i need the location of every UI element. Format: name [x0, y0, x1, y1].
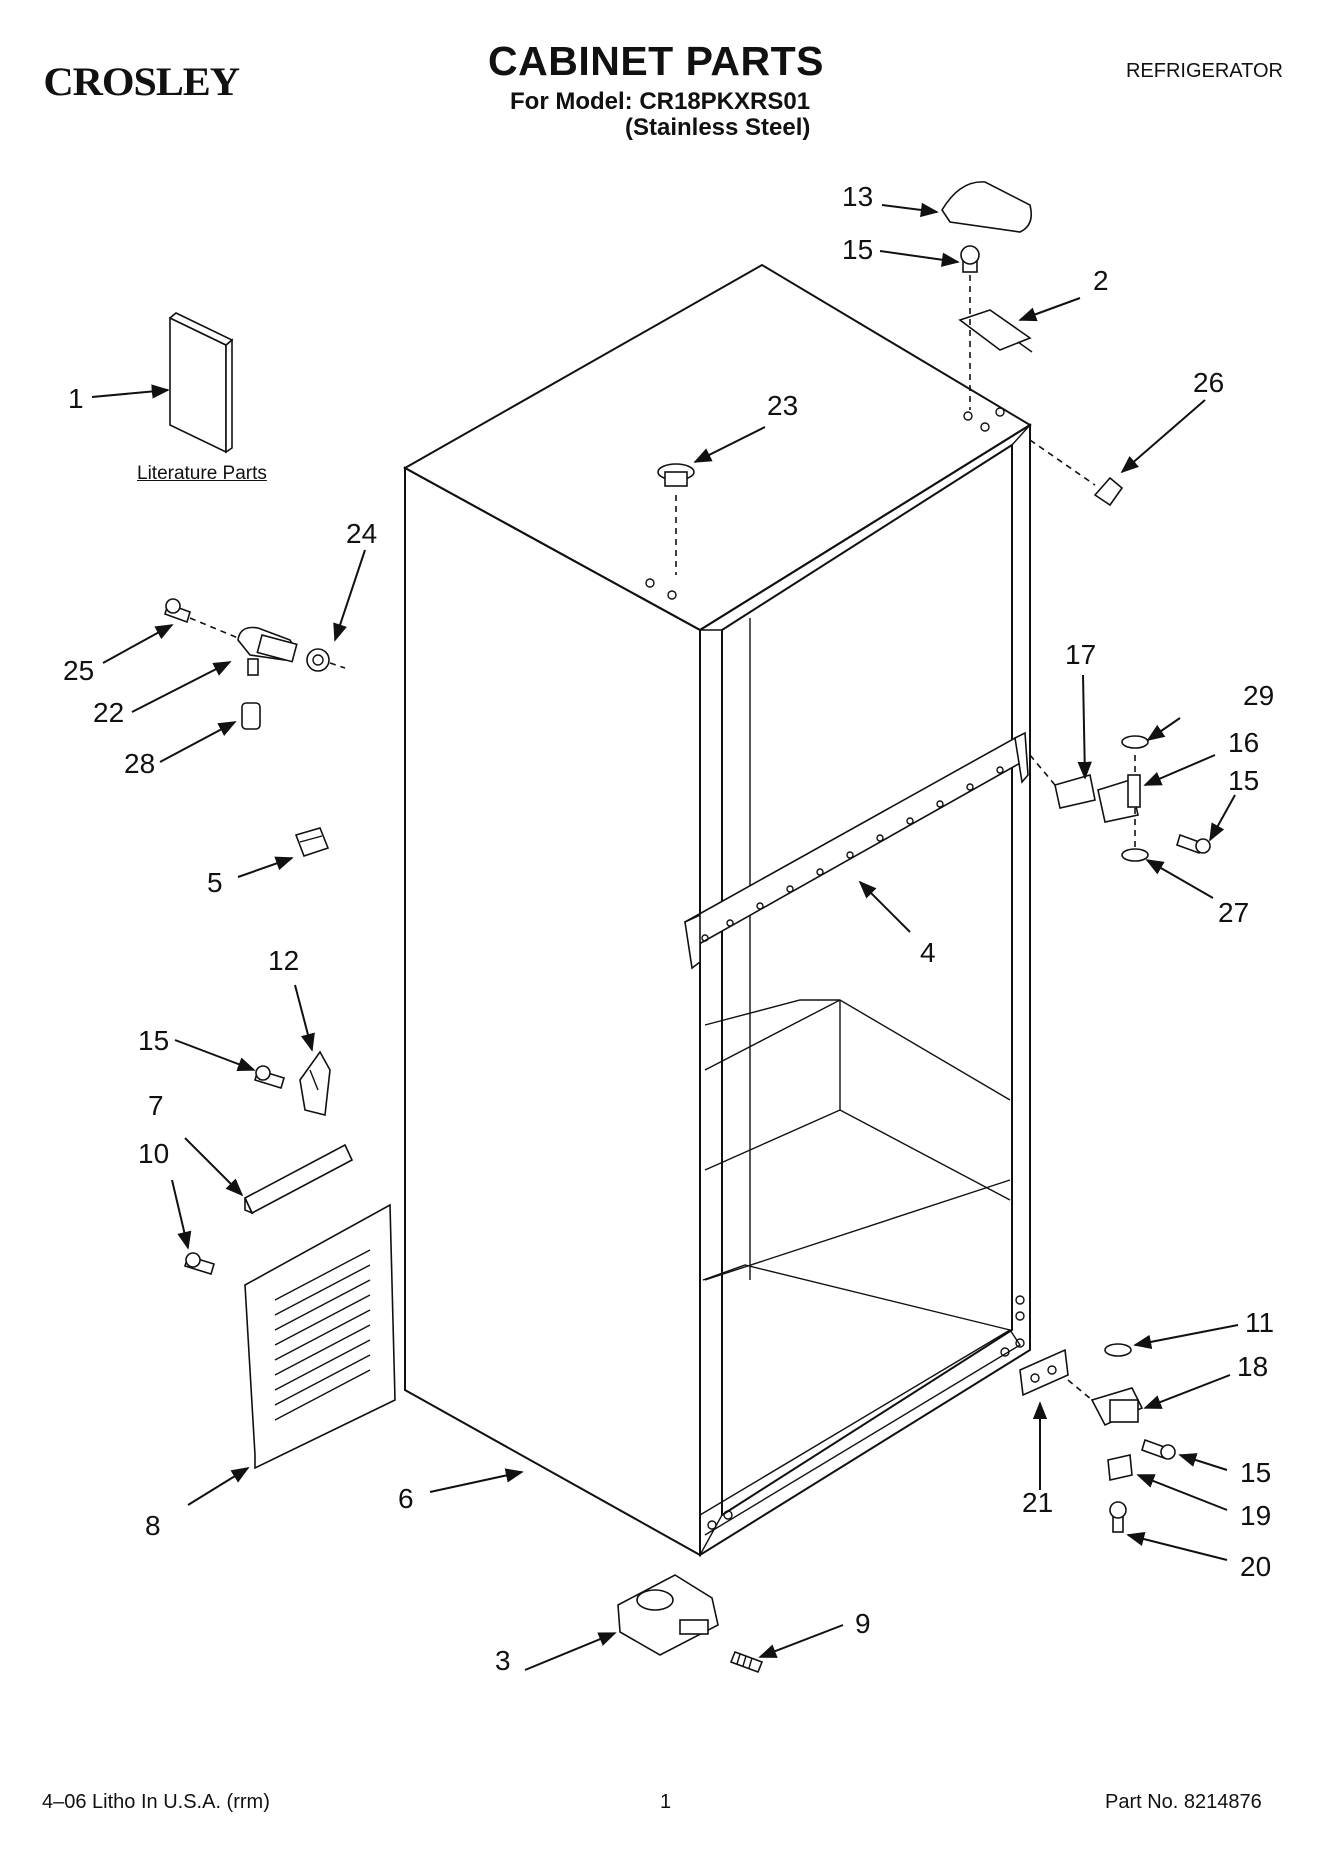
- wire-clip: [294, 827, 330, 858]
- model-variant: (Stainless Steel): [625, 114, 811, 141]
- cabinet-plug: [657, 463, 695, 575]
- callout-label: 13: [842, 181, 873, 212]
- literature-booklet: [168, 312, 234, 454]
- callout-label: 24: [346, 518, 377, 549]
- callout-label: 11: [1245, 1307, 1274, 1338]
- leveling-screw: [729, 1650, 764, 1674]
- page-number: 1: [660, 1791, 672, 1813]
- top-hinge: [958, 245, 1033, 410]
- callout-numbers: 1 2 3 4 5 6 7 8 9 10 11 12 13 15 15 15 1…: [63, 181, 1274, 1676]
- callout-label: 19: [1240, 1500, 1271, 1531]
- callout-label: 25: [63, 655, 94, 686]
- callout-label: 28: [124, 748, 155, 779]
- appliance-type: REFRIGERATOR: [1125, 60, 1283, 82]
- callout-label: 15: [138, 1025, 169, 1056]
- literature-parts-label: Literature Parts: [137, 463, 267, 484]
- center-hinge-assembly: [1029, 735, 1211, 862]
- page-title: CABINET PARTS: [488, 38, 825, 84]
- divider-rail: [684, 731, 1029, 970]
- model-line: For Model: CR18PKXRS01: [510, 88, 811, 115]
- callout-label: 3: [495, 1645, 511, 1676]
- part-number: Part No. 8214876: [1105, 1791, 1262, 1813]
- callout-arrows: [91, 202, 1239, 1671]
- bottom-hinge-assembly: [1019, 1343, 1176, 1533]
- callout-label: 23: [767, 390, 798, 421]
- lower-bracket: [254, 1050, 331, 1116]
- callout-label: 7: [148, 1090, 164, 1121]
- door-stop: [1093, 476, 1124, 507]
- screw-10: [184, 1252, 215, 1276]
- cabinet-body: [402, 263, 1032, 1557]
- brand-logo: CROSLEY: [43, 59, 240, 104]
- callout-label: 8: [145, 1510, 161, 1541]
- callout-label: 15: [1228, 765, 1259, 796]
- hinge-cover: [941, 181, 1033, 233]
- callout-label: 22: [93, 697, 124, 728]
- callout-label: 4: [920, 937, 936, 968]
- callout-label: 17: [1065, 639, 1096, 670]
- front-roller: [617, 1574, 719, 1656]
- callout-label: 1: [68, 383, 84, 414]
- callout-label: 6: [398, 1483, 414, 1514]
- callout-label: 20: [1240, 1551, 1271, 1582]
- callout-label: 27: [1218, 897, 1249, 928]
- callout-label: 12: [268, 945, 299, 976]
- callout-label: 10: [138, 1138, 169, 1169]
- callout-label: 16: [1228, 727, 1259, 758]
- insulation-strip: [243, 1143, 354, 1215]
- callout-label: 2: [1093, 265, 1109, 296]
- rear-access-panel: [244, 1203, 396, 1470]
- callout-label: 15: [1240, 1457, 1271, 1488]
- callout-label: 21: [1022, 1487, 1053, 1518]
- callout-label: 29: [1243, 680, 1274, 711]
- callout-label: 9: [855, 1608, 871, 1639]
- litho-note: 4–06 Litho In U.S.A. (rrm): [42, 1791, 270, 1813]
- callout-label: 15: [842, 234, 873, 265]
- door-closer-assembly: [164, 598, 346, 730]
- callout-label: 26: [1193, 367, 1224, 398]
- callout-label: 5: [207, 867, 223, 898]
- callout-label: 18: [1237, 1351, 1268, 1382]
